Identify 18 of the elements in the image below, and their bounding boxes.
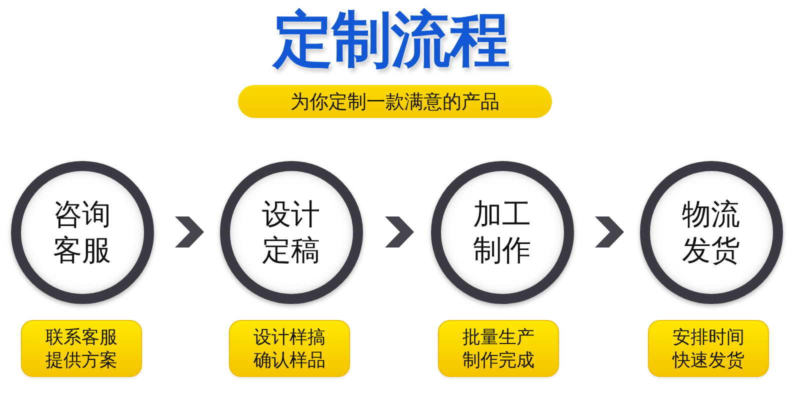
chevron-arrow bbox=[175, 216, 204, 248]
title: 定制流程 bbox=[273, 4, 509, 77]
step-note-box bbox=[648, 320, 769, 377]
step-label: 咨询客服 bbox=[52, 196, 112, 268]
step-note: 安排时间快速发货 bbox=[672, 326, 746, 372]
step-note-box bbox=[229, 320, 350, 377]
chevron-arrow bbox=[595, 216, 624, 248]
step-note: 联系客服提供方案 bbox=[44, 326, 118, 372]
step-note: 批量生产制作完成 bbox=[462, 326, 536, 372]
subtitle-text: 为你定制一款满意的产品 bbox=[290, 90, 500, 114]
step-label: 设计定稿 bbox=[261, 196, 321, 268]
chevron-arrow bbox=[385, 216, 414, 248]
step-label: 加工制作 bbox=[472, 196, 532, 268]
step-note-box bbox=[21, 320, 142, 377]
step-label: 物流发货 bbox=[681, 196, 741, 268]
step-note: 设计样搞确认样品 bbox=[252, 326, 326, 372]
subtitle-banner bbox=[238, 85, 552, 118]
step-note-box bbox=[438, 320, 559, 377]
